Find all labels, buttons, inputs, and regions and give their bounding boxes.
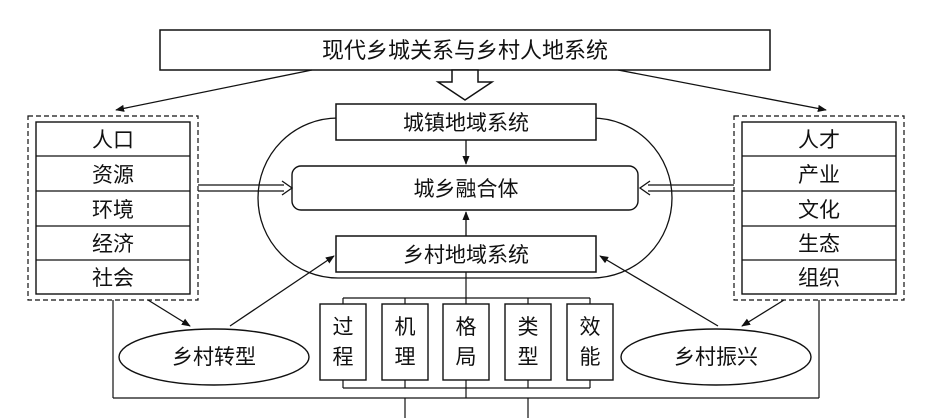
- arrow-title-to-left: [115, 69, 313, 112]
- item-process-char2: 程: [333, 345, 354, 369]
- arrow-transformation-to-rural: [229, 255, 335, 327]
- right-factor-industry: 产业: [798, 163, 840, 187]
- right-factor-organization: 组织: [798, 266, 840, 290]
- item-mechanism-char2: 理: [395, 345, 416, 369]
- item-type-char2: 型: [518, 345, 539, 369]
- left-factor-resources: 资源: [92, 163, 134, 187]
- fusion-box: 城乡融合体: [291, 165, 639, 211]
- right-factor-culture: 文化: [798, 198, 840, 222]
- title-box: 现代乡城关系与乡村人地系统: [159, 29, 771, 71]
- left-factor-population: 人口: [92, 128, 134, 152]
- urban-system-label: 城镇地域系统: [403, 111, 529, 135]
- item-efficiency-char2: 能: [580, 345, 601, 369]
- right-factor-ecology: 生态: [798, 232, 840, 256]
- rural-revitalization-ellipse: 乡村振兴: [620, 328, 812, 386]
- right-to-fusion-double-arrow: [638, 180, 734, 196]
- item-pattern-char2: 局: [456, 345, 477, 369]
- arrow-left-panel-to-transformation: [147, 299, 191, 327]
- item-mechanism-char1: 机: [395, 315, 416, 339]
- bottom-item-type: 类 型: [504, 303, 552, 381]
- arrow-right-panel-to-revitalization: [741, 299, 785, 327]
- arrow-revitalization-to-rural: [599, 255, 719, 327]
- rural-system-box: 乡村地域系统: [335, 235, 597, 273]
- left-factor-society: 社会: [92, 266, 134, 290]
- hollow-down-arrow: [435, 69, 495, 101]
- right-factor-panel: 人才 产业 文化 生态 组织: [733, 115, 905, 301]
- left-factor-economy: 经济: [92, 232, 134, 256]
- item-pattern-char1: 格: [456, 315, 477, 339]
- bottom-item-pattern: 格 局: [442, 303, 490, 381]
- bottom-item-process: 过 程: [319, 303, 367, 381]
- item-type-char1: 类: [518, 315, 539, 339]
- bottom-item-mechanism: 机 理: [381, 303, 429, 381]
- rural-transformation-label: 乡村转型: [172, 345, 256, 369]
- fusion-label: 城乡融合体: [414, 177, 519, 201]
- item-efficiency-char1: 效: [580, 315, 601, 339]
- left-factor-environment: 环境: [92, 198, 134, 222]
- rural-system-label: 乡村地域系统: [403, 243, 529, 267]
- bottom-connectors: [112, 272, 820, 418]
- arrow-title-to-right: [617, 69, 827, 113]
- title-text: 现代乡城关系与乡村人地系统: [322, 39, 608, 64]
- rural-revitalization-label: 乡村振兴: [674, 345, 758, 369]
- bottom-item-efficiency: 效 能: [566, 303, 614, 381]
- rural-transformation-ellipse: 乡村转型: [118, 328, 310, 386]
- item-process-char1: 过: [333, 315, 354, 339]
- right-factor-talent: 人才: [798, 128, 840, 152]
- urban-system-box: 城镇地域系统: [335, 103, 597, 141]
- left-to-fusion-double-arrow: [198, 180, 294, 196]
- left-factor-panel: 人口 资源 环境 经济 社会: [27, 115, 199, 301]
